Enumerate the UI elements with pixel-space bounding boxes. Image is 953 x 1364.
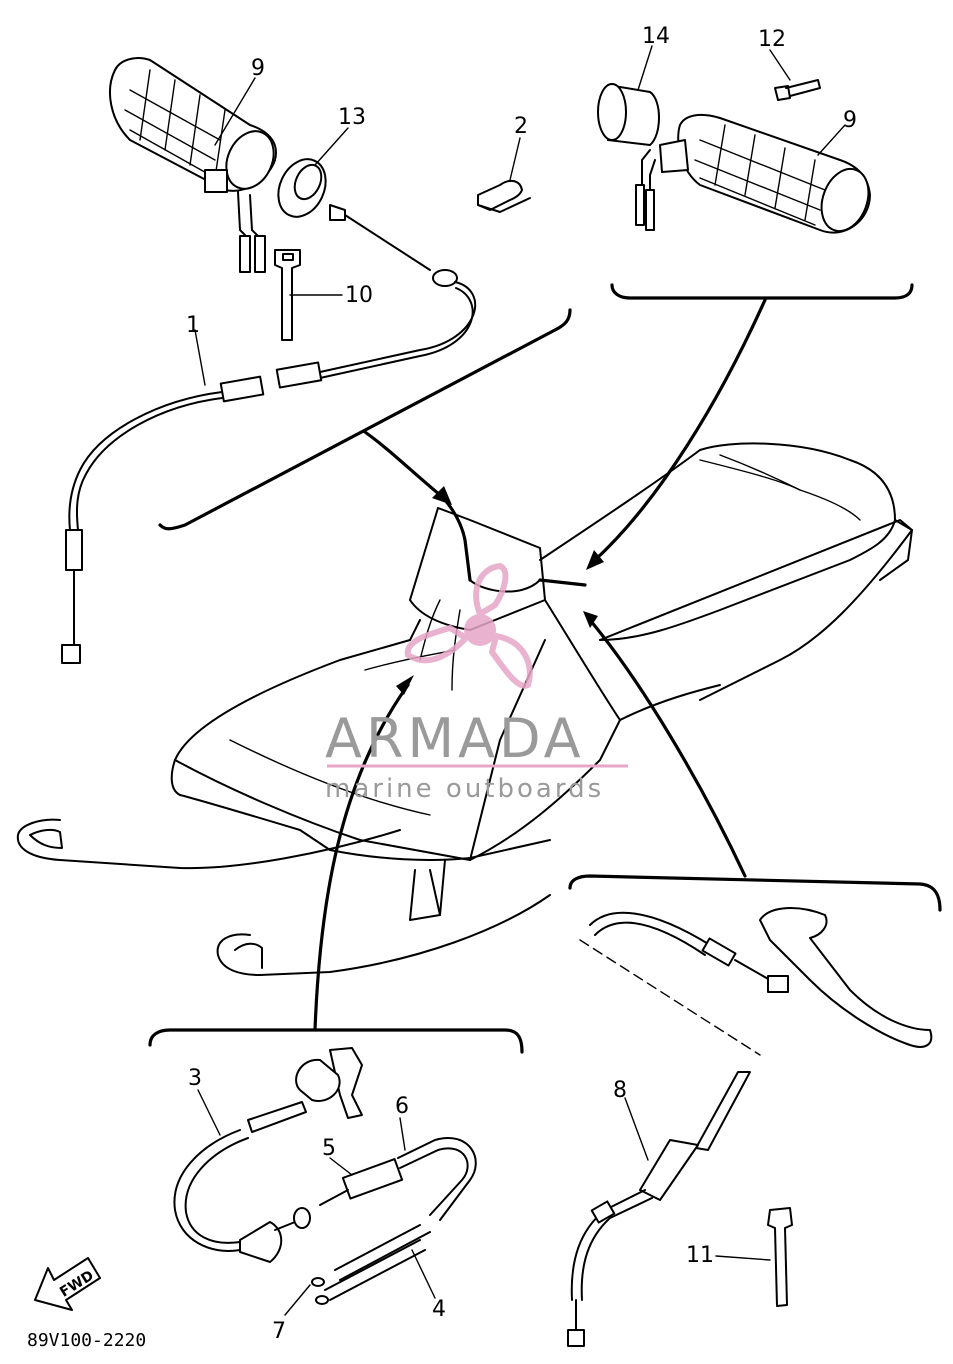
callout-9-left: 9 [251, 56, 265, 81]
watermark-tagline: marine outboards [325, 774, 604, 804]
part-4-wire [311, 1224, 431, 1305]
brake-lever [589, 907, 933, 1048]
part-11-ring [277, 158, 327, 218]
callout-10: 10 [345, 283, 373, 308]
part-14-cap [597, 83, 660, 146]
callout-11: 13 [338, 105, 366, 130]
callout-5: 5 [322, 1136, 336, 1161]
figure-code: 89V100-2220 [27, 1330, 146, 1351]
leader-lines [148, 283, 942, 1056]
callout-1: 1 [186, 313, 200, 338]
snowmobile-illustration [16, 442, 913, 976]
part-1-cable [61, 204, 477, 664]
part-9-right-grip [635, 113, 871, 234]
part-13-band [767, 1207, 793, 1307]
callout-13: 11 [686, 1243, 714, 1268]
part-3-switch-assembly [173, 1047, 477, 1263]
watermark-brand: ARMADA [325, 707, 585, 770]
callout-12: 12 [758, 27, 786, 52]
callout-6: 6 [395, 1094, 409, 1119]
callout-9-right: 9 [843, 108, 857, 133]
part-12-screw [774, 79, 821, 101]
callout-3: 3 [188, 1066, 202, 1091]
fwd-arrow: FWD [34, 1257, 101, 1311]
armada-watermark: ARMADA marine outboards [325, 562, 628, 804]
callout-leaders [194, 45, 846, 1316]
part-9-left-grip [109, 57, 277, 273]
callout-2: 2 [514, 114, 528, 139]
callout-4: 4 [432, 1297, 446, 1322]
callout-14: 14 [642, 24, 670, 49]
callout-numbers: 9 13 2 10 1 14 12 9 3 6 5 4 7 8 11 [186, 24, 857, 1344]
propeller-logo [404, 562, 533, 689]
callout-7: 7 [272, 1319, 286, 1344]
part-2-clip [477, 179, 531, 213]
callout-8: 8 [613, 1078, 627, 1103]
part-10-band [274, 249, 301, 341]
part-8-cable [567, 1071, 751, 1347]
